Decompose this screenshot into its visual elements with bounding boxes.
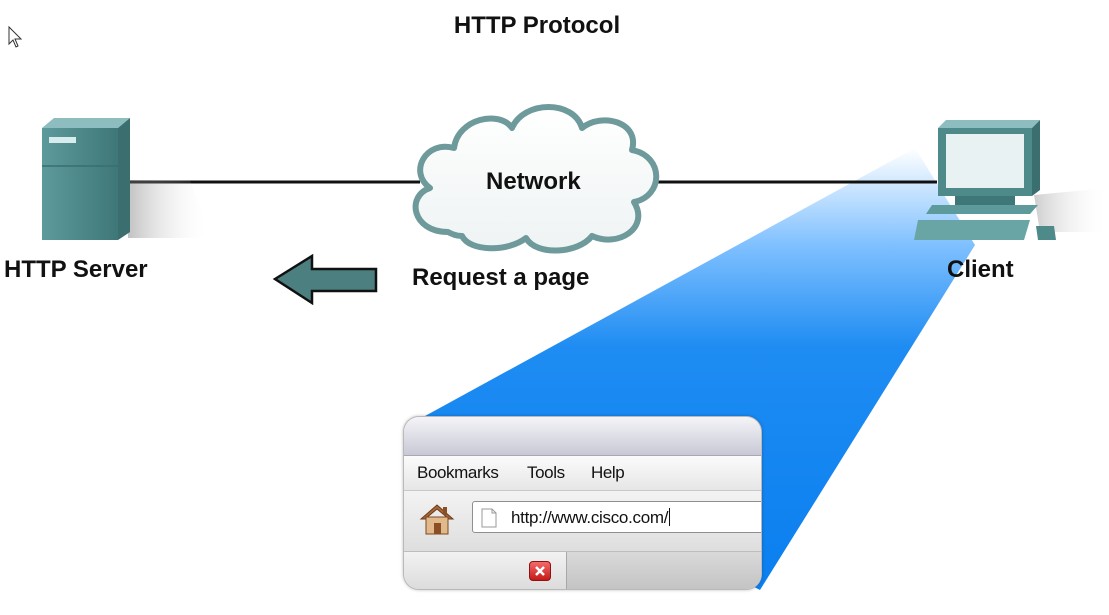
browser-tab[interactable] <box>404 552 567 589</box>
http-server-label: HTTP Server <box>4 256 148 283</box>
address-bar[interactable]: http://www.cisco.com/ <box>472 501 761 533</box>
tab-strip <box>404 552 761 589</box>
request-arrow <box>272 253 378 306</box>
page-icon <box>481 508 497 528</box>
browser-menu-bar: Bookmarks Tools Help <box>404 456 761 491</box>
text-caret <box>669 508 671 526</box>
browser-nav-bar: http://www.cisco.com/ <box>404 491 761 552</box>
tab-close-button[interactable] <box>529 561 551 581</box>
browser-titlebar <box>404 417 761 456</box>
client-computer-icon <box>914 120 1109 240</box>
client-label: Client <box>947 256 1014 283</box>
request-label: Request a page <box>412 264 590 291</box>
menu-help[interactable]: Help <box>591 463 625 482</box>
server-shadow <box>128 180 210 238</box>
server-icon <box>42 118 130 240</box>
home-button[interactable] <box>418 501 456 537</box>
menu-tools[interactable]: Tools <box>527 463 565 482</box>
network-cloud-icon <box>412 104 660 254</box>
address-text: http://www.cisco.com/ <box>511 508 671 528</box>
network-label: Network <box>486 168 581 195</box>
mouse-pointer-icon <box>8 25 23 48</box>
diagram-title: HTTP Protocol <box>453 12 621 39</box>
menu-bookmarks[interactable]: Bookmarks <box>417 463 499 482</box>
home-icon <box>419 504 455 535</box>
browser-window: Bookmarks Tools Help http://www.cisco.co… <box>403 416 762 590</box>
close-icon <box>535 566 545 576</box>
address-url: http://www.cisco.com/ <box>511 508 669 527</box>
